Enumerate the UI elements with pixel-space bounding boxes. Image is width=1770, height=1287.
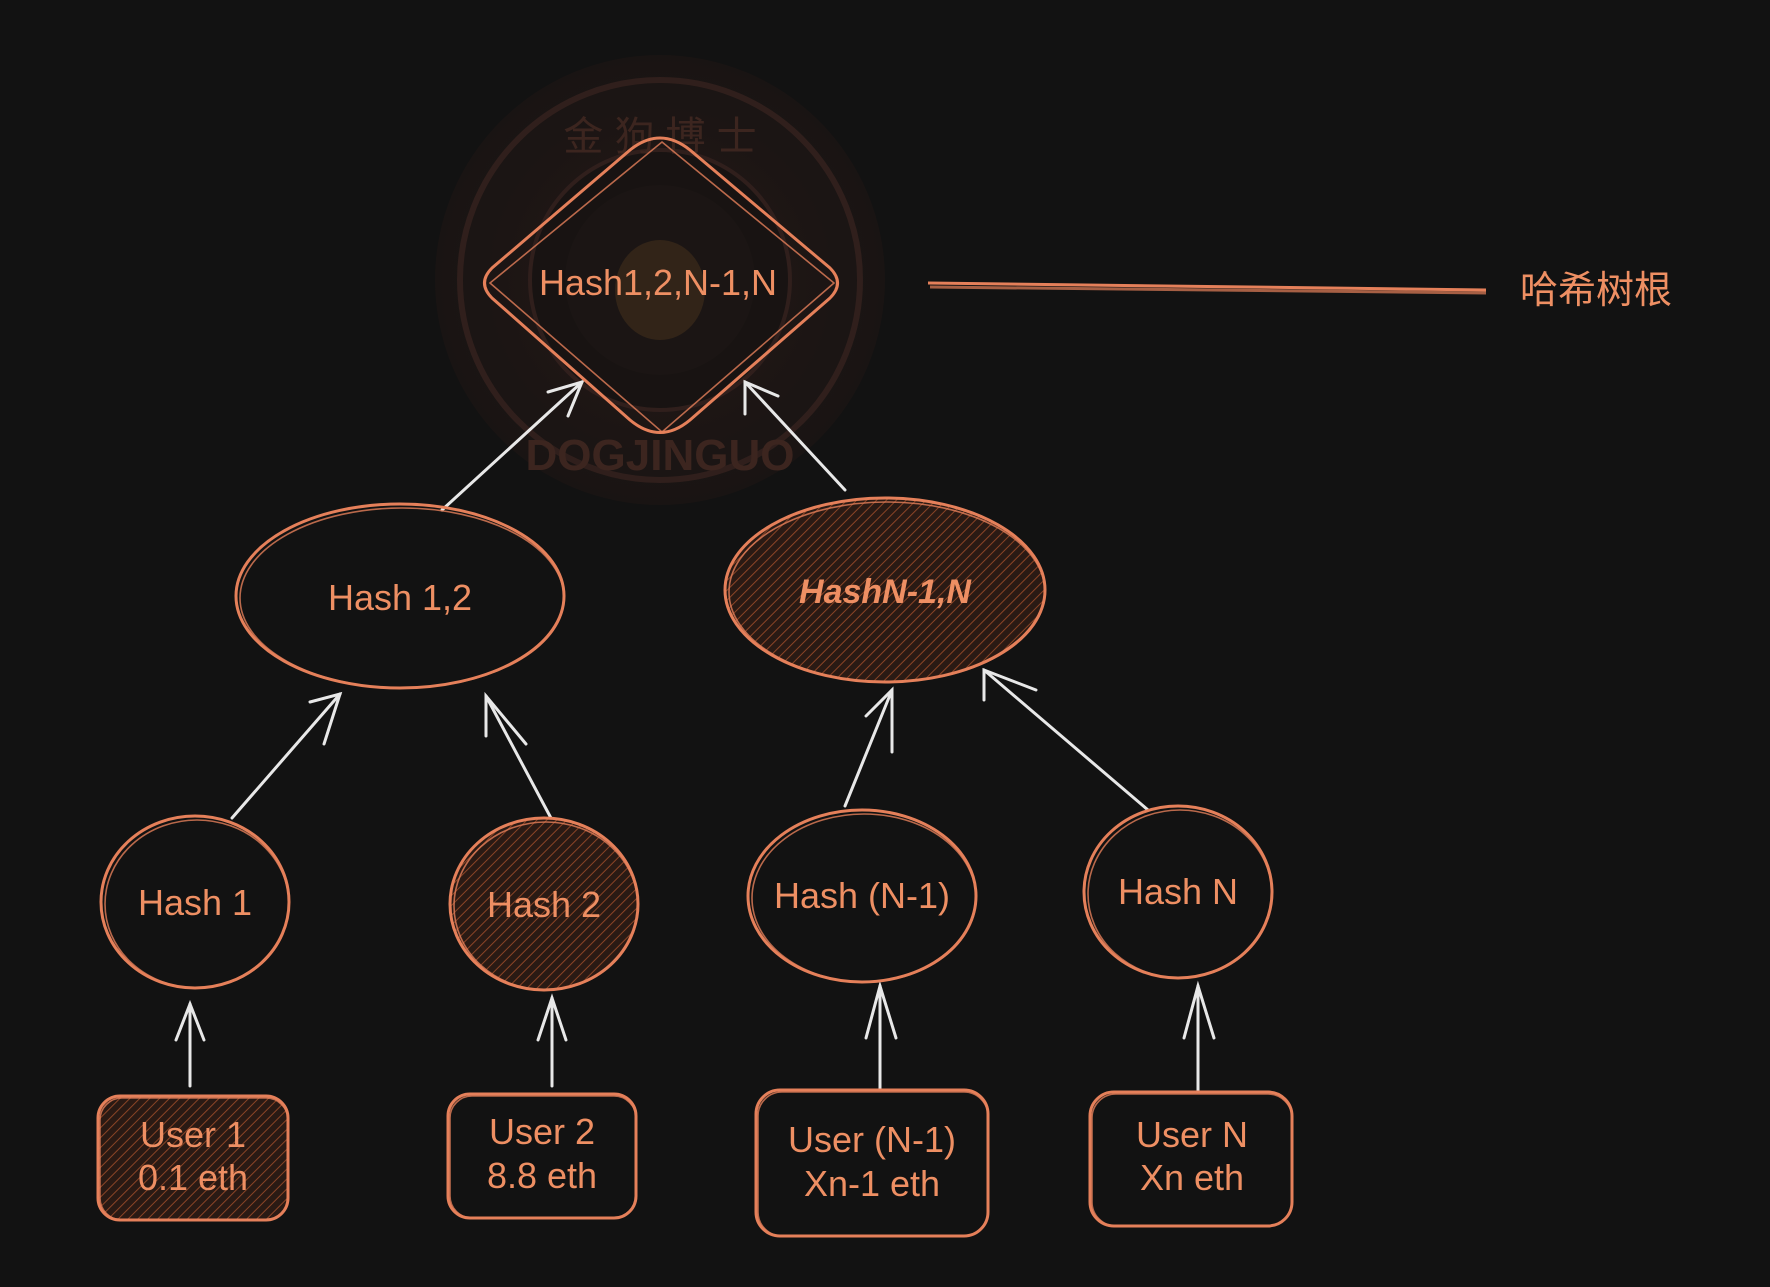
root-label: Hash1,2,N-1,N [539,262,777,303]
root-annotation: 哈希树根 [927,270,1672,312]
user-1-name: User 1 [140,1114,246,1155]
hash-n-label: Hash N [1118,871,1238,912]
hash-2-label: Hash 2 [487,884,601,925]
user-n-minus-1-name: User (N-1) [788,1119,956,1160]
leaf-user-n-minus-1: User (N-1) Xn-1 eth [754,1088,990,1238]
root-node: Hash1,2,N-1,N [483,136,839,434]
arrow-hash12-to-root [440,379,585,512]
arrow-hash1-to-hash12 [230,691,343,820]
node-hash-n-minus-1: Hash (N-1) [746,808,978,984]
watermark-bottom-text: DOGJINGUO [526,431,795,480]
hash-n-1-n-label: HashN-1,N [799,573,972,611]
user-2-balance: 8.8 eth [487,1155,597,1196]
hash-1-label: Hash 1 [138,882,252,923]
user-2-name: User 2 [489,1111,595,1152]
user-n-name: User N [1136,1114,1248,1155]
node-hash-1: Hash 1 [99,814,291,990]
arrow-user2-to-hash2 [536,993,568,1088]
arrow-hashN1N-to-root [743,379,847,492]
user-n-balance: Xn eth [1140,1157,1244,1198]
hash-n-minus-1-label: Hash (N-1) [774,875,950,916]
leaf-user-1: User 1 0.1 eth [96,1094,290,1222]
arrow-userN1-to-hashNminus1 [864,980,898,1092]
node-hash-1-2: Hash 1,2 [234,502,566,690]
arrow-userN-to-hashN [1182,980,1216,1094]
node-hash-n: Hash N [1082,804,1274,980]
arrows [174,379,1216,1094]
arrow-hashN-to-hashN1N [982,667,1150,812]
user-n-minus-1-balance: Xn-1 eth [804,1163,940,1204]
arrow-user1-to-hash1 [174,999,206,1088]
leaf-user-n: User N Xn eth [1088,1090,1294,1228]
hash-1-2-label: Hash 1,2 [328,577,472,618]
root-annotation-text: 哈希树根 [1520,270,1672,312]
node-hash-n-1-n: HashN-1,N [723,496,1047,684]
leaf-user-2: User 2 8.8 eth [446,1092,638,1220]
user-1-balance: 0.1 eth [138,1157,248,1198]
node-hash-2: Hash 2 [448,816,640,992]
arrow-hashNminus1-to-hashN1N [843,686,894,808]
arrow-hash2-to-hash12 [484,691,554,822]
